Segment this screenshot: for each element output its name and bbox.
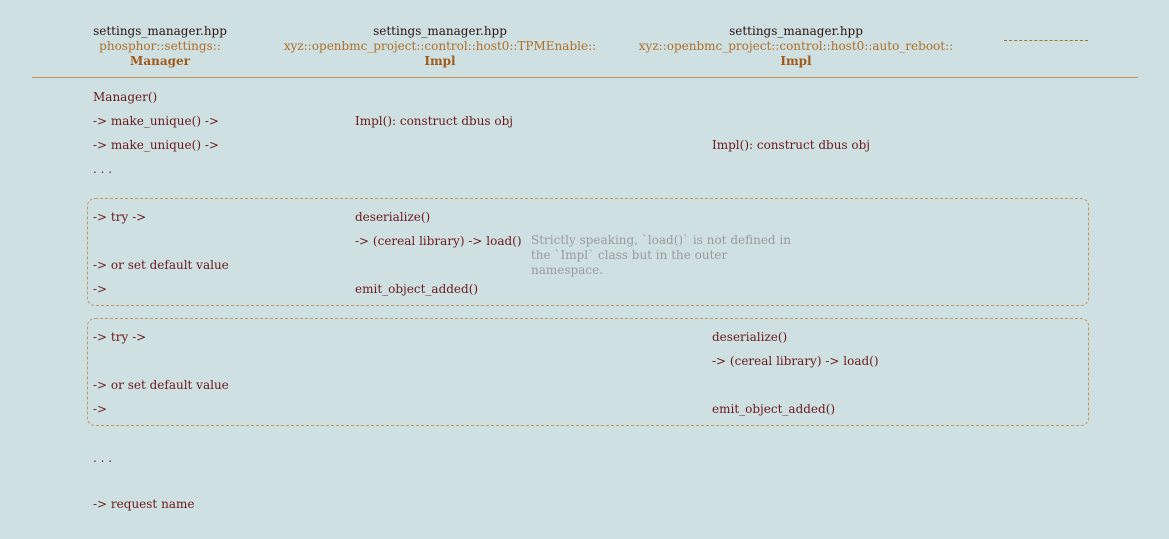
header-namespace: phosphor::settings::	[99, 39, 221, 53]
header-divider	[32, 77, 1138, 78]
set-default-value: -> or set default value	[93, 378, 229, 392]
emit-object-added-call: emit_object_added()	[355, 282, 479, 296]
deserialize-call: deserialize()	[712, 330, 788, 344]
header-namespace: xyz::openbmc_project::control::host0::TP…	[283, 39, 597, 53]
header-class: Impl	[780, 54, 812, 68]
lifeline-header-manager: settings_manager.hpp phosphor::settings:…	[60, 24, 260, 69]
make-unique-call-2: -> make_unique() ->	[93, 138, 219, 152]
header-namespace: xyz::openbmc_project::control::host0::au…	[638, 39, 954, 53]
set-default-value: -> or set default value	[93, 258, 229, 272]
request-name-call: -> request name	[93, 497, 195, 511]
ellipsis: . . .	[93, 451, 113, 465]
ellipsis: . . .	[93, 162, 113, 176]
load-namespace-note: Strictly speaking, `load()` is not defin…	[531, 233, 791, 277]
arrow-label: ->	[93, 402, 108, 416]
header-class: Impl	[424, 54, 456, 68]
try-label: -> try ->	[93, 210, 147, 224]
try-block-tpmenable	[87, 198, 1089, 306]
tpmenable-impl-constructor: Impl(): construct dbus obj	[355, 114, 514, 128]
lifeline-header-more	[1000, 40, 1092, 41]
dashed-placeholder-line	[1004, 40, 1088, 41]
header-file: settings_manager.hpp	[93, 24, 227, 38]
auto-reboot-impl-constructor: Impl(): construct dbus obj	[712, 138, 871, 152]
header-file: settings_manager.hpp	[373, 24, 507, 38]
header-class: Manager	[130, 54, 190, 68]
arrow-label: ->	[93, 282, 108, 296]
lifeline-header-tpmenable-impl: settings_manager.hpp xyz::openbmc_projec…	[270, 24, 610, 69]
try-block-auto-reboot	[87, 318, 1089, 426]
manager-constructor: Manager()	[93, 90, 158, 104]
try-label: -> try ->	[93, 330, 147, 344]
emit-object-added-call: emit_object_added()	[712, 402, 836, 416]
deserialize-call: deserialize()	[355, 210, 431, 224]
header-file: settings_manager.hpp	[729, 24, 863, 38]
cereal-load-call: -> (cereal library) -> load()	[712, 354, 879, 368]
cereal-load-call: -> (cereal library) -> load()	[355, 234, 522, 248]
make-unique-call-1: -> make_unique() ->	[93, 114, 219, 128]
lifeline-header-auto-reboot-impl: settings_manager.hpp xyz::openbmc_projec…	[636, 24, 956, 69]
